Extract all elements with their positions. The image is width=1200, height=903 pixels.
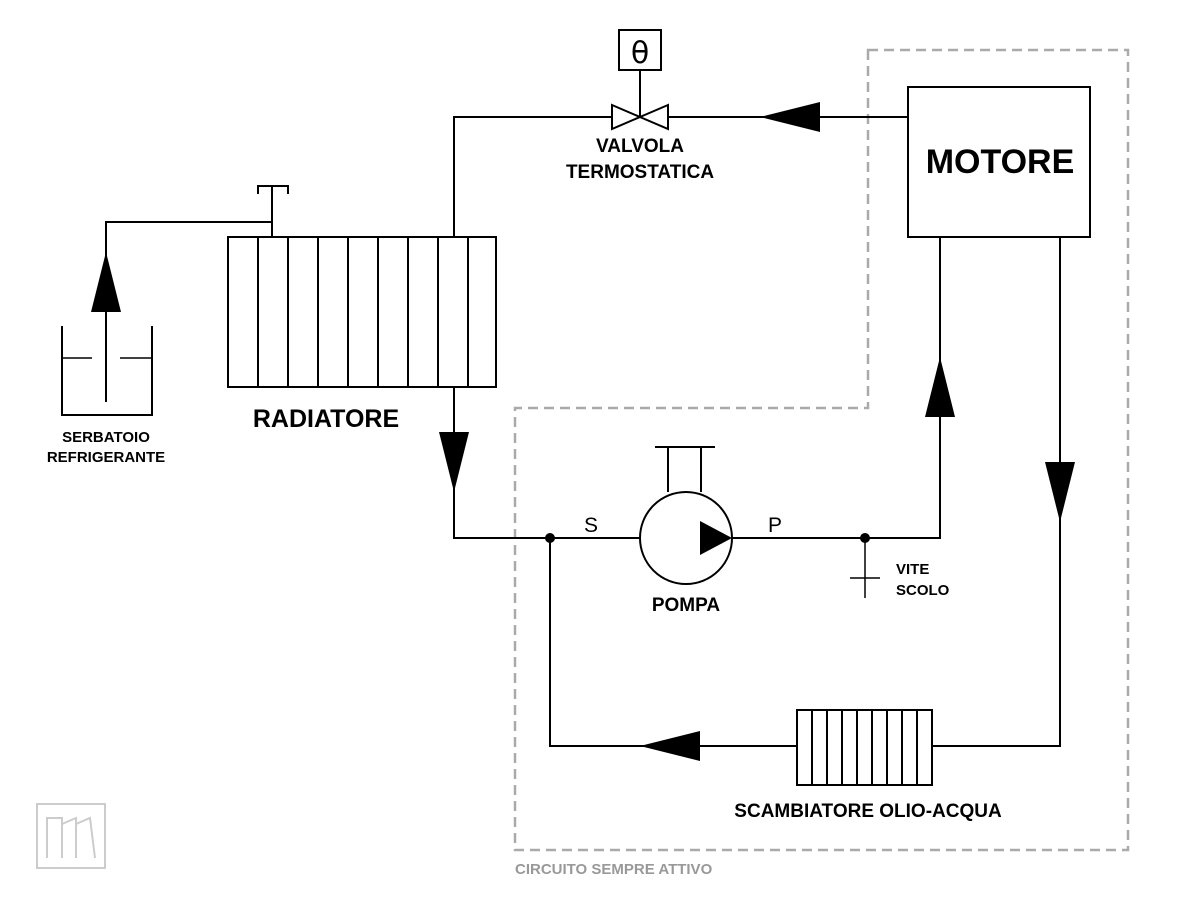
radiator [227,185,497,388]
junction-suction [545,533,555,543]
drain-label-line1: VITE [896,561,929,578]
motor-block [907,86,1091,238]
valve-label-line1: VALVOLA [596,136,684,157]
boundary-label: CIRCUITO SEMPRE ATTIVO [515,861,713,878]
valve-label-line2: TERMOSTATICA [566,162,714,183]
flow-arrow-motor-to-exchanger-icon [1045,462,1075,522]
drain-screw-icon [850,538,880,598]
flow-arrow-radiator-down-icon [439,432,469,492]
port-suction-label: S [584,514,598,537]
flow-arrow-motor-outlet-icon [760,102,820,132]
flow-arrow-exchanger-return-icon [640,731,700,761]
watermark-logo-icon [36,803,106,869]
coolant-reservoir [61,326,153,416]
exchanger-label: SCAMBIATORE OLIO-ACQUA [734,801,1002,822]
thermostatic-valve-icon [611,29,669,131]
reservoir-label-line2: REFRIGERANTE [47,449,165,466]
oil-water-heat-exchanger [796,709,933,786]
drain-label-line2: SCOLO [896,582,950,599]
pump-icon [639,446,733,585]
reservoir-label-line1: SERBATOIO [62,429,150,446]
always-active-boundary [513,48,1130,852]
flow-arrows [91,102,1075,761]
radiator-label: RADIATORE [253,405,399,433]
theta-symbol: θ [631,36,649,71]
flow-arrow-pump-to-motor-icon [925,357,955,417]
pump-label: POMPA [652,595,721,616]
radiator-cap-icon [257,185,289,237]
motor-label: MOTORE [926,143,1075,181]
port-pressure-label: P [768,514,782,537]
flow-arrow-reservoir-up-icon [91,252,121,312]
